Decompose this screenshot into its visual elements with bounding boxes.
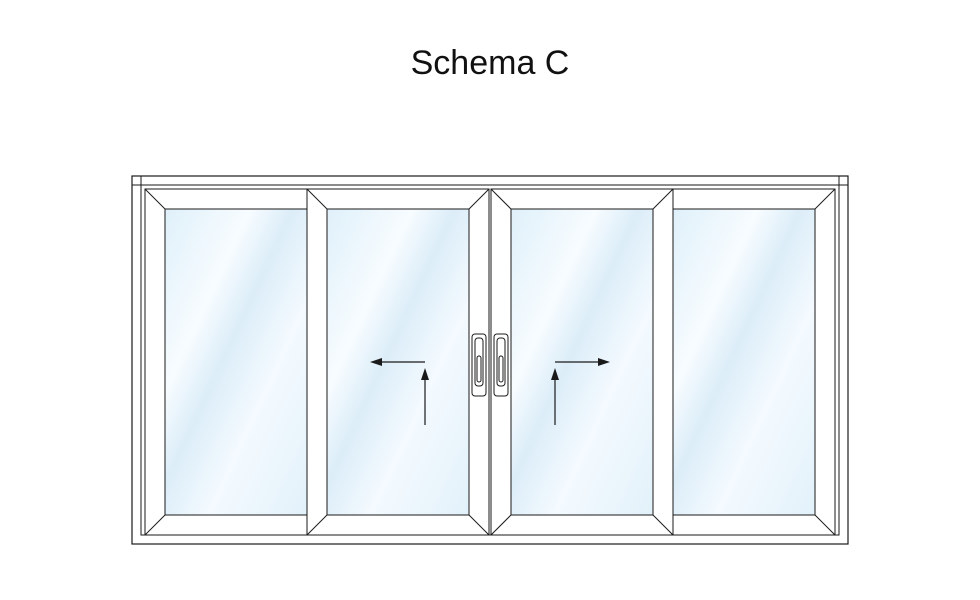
lift-up-arrow-icon xyxy=(421,368,429,425)
lift-up-arrow-icon xyxy=(551,368,559,425)
handle-left-sash xyxy=(471,333,487,397)
panel-fixed-left xyxy=(144,188,308,536)
glass-pane xyxy=(672,208,816,516)
handle-right-sash xyxy=(493,333,509,397)
slide-left-arrow-icon xyxy=(370,358,425,366)
slide-right-arrow-icon xyxy=(555,358,610,366)
glass-pane xyxy=(164,208,308,516)
panel-fixed-right xyxy=(672,188,836,536)
diagram-title: Schema C xyxy=(410,44,570,82)
